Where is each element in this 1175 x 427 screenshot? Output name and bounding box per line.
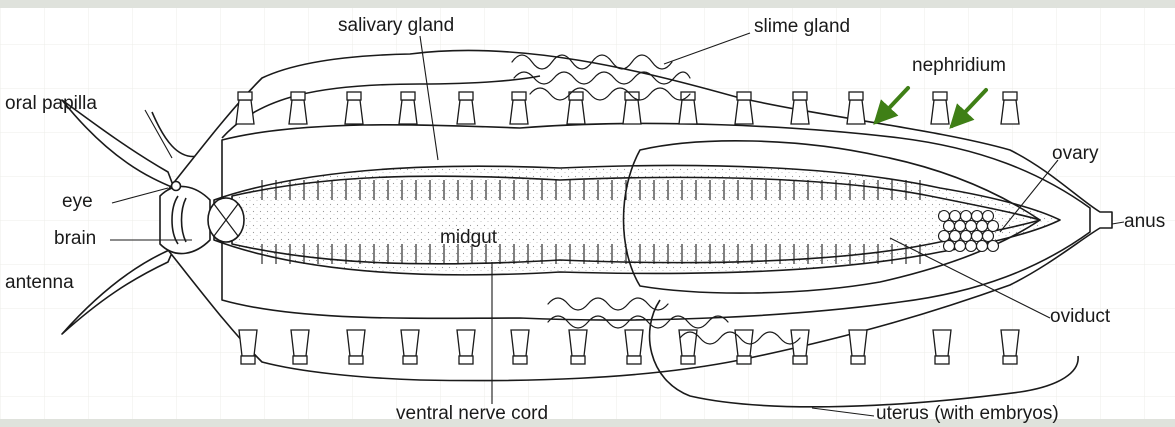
leg-tip [571,356,585,364]
label-uterus: uterus (with embryos) [876,404,1059,423]
ovary-egg [988,221,999,232]
leg [623,100,641,124]
leg [510,100,528,124]
label-oviduct: oviduct [1050,307,1110,326]
leg [345,100,363,124]
leg-tip [851,356,865,364]
ovary-egg [961,231,972,242]
ovary-egg [972,211,983,222]
leg-tip [737,92,751,100]
label-slime-gland: slime gland [754,17,850,36]
ovary-egg [961,211,972,222]
label-ovary: ovary [1052,144,1098,163]
leg [931,100,949,124]
leg-tip [627,356,641,364]
ovary-egg [955,241,966,252]
leg-tip [401,92,415,100]
leg-tip [1003,356,1017,364]
leg [735,330,753,356]
leg-tip [933,92,947,100]
label-nephridium: nephridium [912,56,1006,75]
ovary-egg [977,221,988,232]
leg-tip [513,356,527,364]
leg-tip [793,356,807,364]
leg [567,100,585,124]
ovary-egg [950,211,961,222]
leg-tip [459,92,473,100]
leg-tip [403,356,417,364]
leg [679,330,697,356]
leg [625,330,643,356]
leg [511,330,529,356]
ovary-egg [944,221,955,232]
leg-tip [241,356,255,364]
label-midgut: midgut [440,228,497,247]
leg [399,100,417,124]
ovary-egg [950,231,961,242]
leg-tip [293,356,307,364]
leg-tip [349,356,363,364]
leg [847,100,865,124]
leg [679,100,697,124]
leg [1001,100,1019,124]
leg [457,330,475,356]
label-anus: anus [1124,212,1165,231]
leg [239,330,257,356]
leg-tip [793,92,807,100]
leg [236,100,254,124]
leg-tip [238,92,252,100]
leg [791,100,809,124]
leg-tip [1003,92,1017,100]
leg [569,330,587,356]
ovary-egg [939,211,950,222]
label-salivary-gland: salivary gland [338,16,454,35]
ovary-egg [966,221,977,232]
label-oral-papilla: oral papilla [5,94,97,113]
leg [849,330,867,356]
leg [347,330,365,356]
ovary-egg [983,211,994,222]
ovary-egg [977,241,988,252]
ovary-egg [988,241,999,252]
leg [457,100,475,124]
leg-tip [512,92,526,100]
ovary-egg [939,231,950,242]
leg-tip [681,356,695,364]
ovary-egg [955,221,966,232]
leg [1001,330,1019,356]
leg-tip [291,92,305,100]
label-eye: eye [62,192,93,211]
label-ventral-nerve-cord: ventral nerve cord [396,404,548,423]
leg-tip [737,356,751,364]
leg [291,330,309,356]
leg [289,100,307,124]
label-antenna: antenna [5,273,74,292]
ovary-egg [966,241,977,252]
leg-tip [935,356,949,364]
leg-tip [347,92,361,100]
ovary-egg [944,241,955,252]
leg-tip [459,356,473,364]
ovary-egg [983,231,994,242]
leg [933,330,951,356]
ovary-egg [972,231,983,242]
leg [735,100,753,124]
leg [401,330,419,356]
leg-tip [849,92,863,100]
label-brain: brain [54,229,96,248]
